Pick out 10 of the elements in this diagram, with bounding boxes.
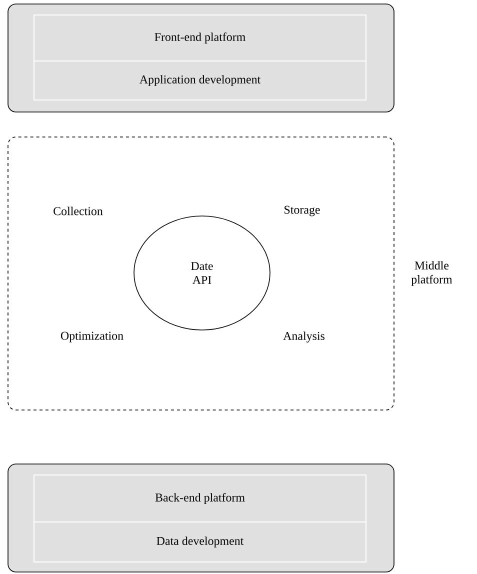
function-label: Collection — [54, 206, 103, 216]
cell: Front-end platform — [34, 14, 366, 62]
function-label: Optimization — [60, 332, 124, 342]
cell: Data development — [34, 522, 366, 562]
function-label: Storage — [284, 206, 320, 216]
dashed-frame — [8, 136, 394, 410]
cell: Back-end platform — [34, 474, 366, 522]
cell: Application development — [34, 60, 366, 100]
function-label: Analysis — [283, 332, 324, 342]
side-label: Middle platform — [411, 261, 452, 286]
